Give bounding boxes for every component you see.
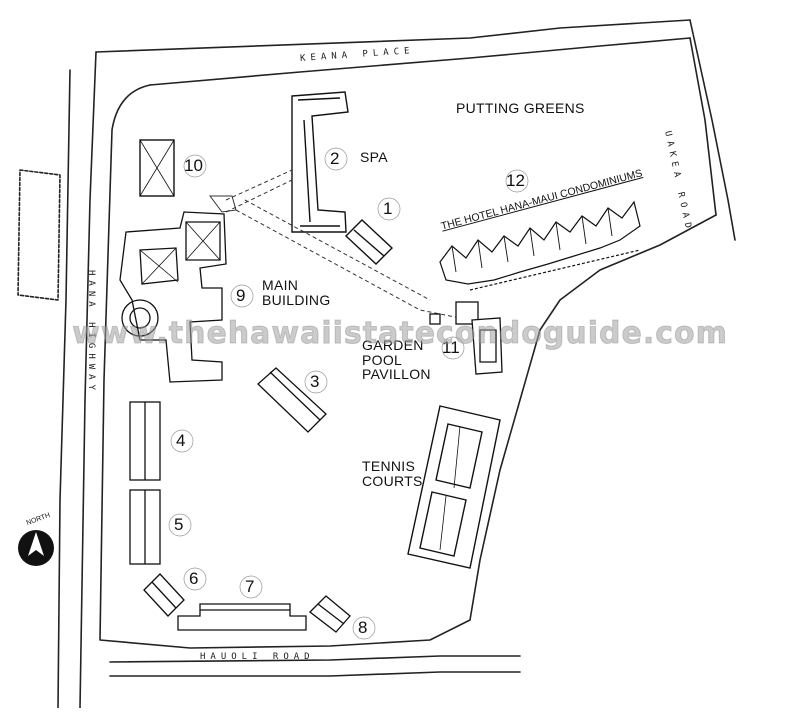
tennis-courts [407,405,501,569]
hauoli-road-edge-2 [109,671,521,677]
building-8 [309,595,351,633]
hana-highway-edge [79,51,97,709]
number-5: 5 [174,515,184,534]
building-3 [257,367,327,433]
hauoli-road-edge [109,655,521,663]
number-1: 1 [383,199,393,218]
uakea-road-edge-inner [689,37,717,216]
building-6 [143,573,185,617]
number-8: 8 [358,618,368,637]
number-circles [168,147,529,640]
label-main-building: MAIN BUILDING [262,277,331,308]
building-7 [177,603,307,631]
number-12: 12 [506,171,525,190]
street-hauoli-road: HAUOLI ROAD [200,652,315,662]
number-3: 3 [310,372,320,391]
number-11: 11 [442,338,460,357]
garden-pool-pavilion [429,301,503,375]
number-2: 2 [330,149,340,168]
property-boundary [99,84,717,649]
north-compass-icon [18,530,54,566]
building-5 [129,489,161,565]
label-tennis-courts: TENNIS COURTS [362,458,423,489]
keana-place-road-edge [95,19,691,53]
keana-place-road-edge-inner [149,37,691,86]
building-4 [129,401,161,481]
hana-highway-edge-2 [57,69,71,709]
parking-lot [17,169,61,301]
number-4: 4 [176,431,186,450]
main-building [119,211,227,383]
number-9: 9 [236,286,246,305]
number-10: 10 [184,156,203,175]
number-6: 6 [189,569,199,588]
spa-building [291,91,349,233]
building-1 [344,219,394,265]
building-10 [139,139,175,197]
walkways [209,169,471,321]
condominium-units [439,200,641,291]
uakea-road-edge [689,19,736,241]
label-spa: SPA [360,149,388,165]
number-7: 7 [245,577,255,596]
label-garden-pool-pavillon: GARDEN POOL PAVILLON [362,337,431,383]
watermark-url: www.thehawaiistatecondoguide.com [72,316,728,352]
label-putting-greens: PUTTING GREENS [456,100,585,116]
